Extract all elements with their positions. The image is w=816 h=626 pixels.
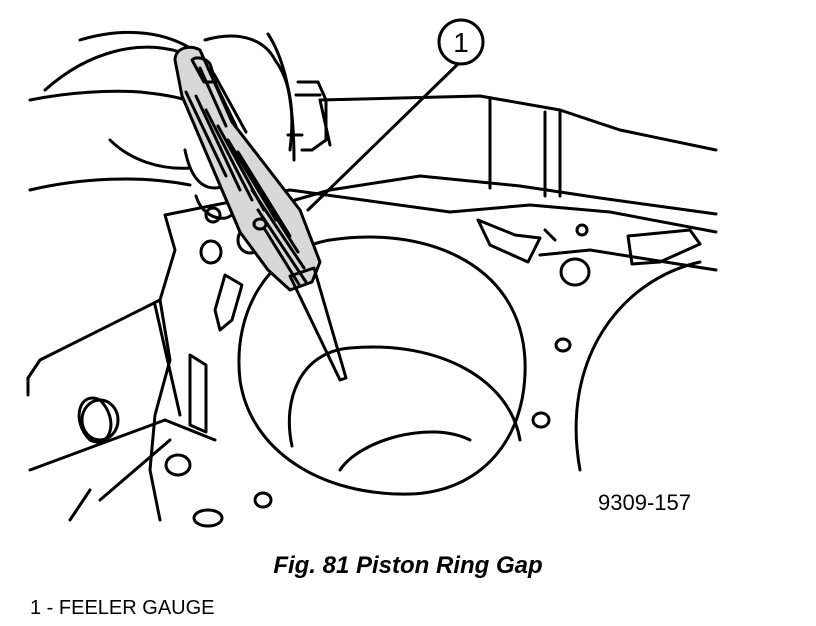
callout-leader-line xyxy=(306,60,462,212)
callout-marker: 1 xyxy=(437,18,485,66)
technical-illustration: 1 9309-157 xyxy=(26,18,718,528)
callout-number: 1 xyxy=(453,27,469,58)
cylinder-bore xyxy=(237,235,702,496)
figure-caption: Fig. 81 Piston Ring Gap xyxy=(273,552,543,579)
legend: 1 - FEELER GAUGE xyxy=(30,597,215,620)
engine-block xyxy=(26,94,718,522)
figure-code: 9309-157 xyxy=(598,490,691,515)
feeler-gauge xyxy=(173,45,348,382)
head-gasket xyxy=(77,188,718,528)
legend-item: 1 - FEELER GAUGE xyxy=(30,597,215,619)
